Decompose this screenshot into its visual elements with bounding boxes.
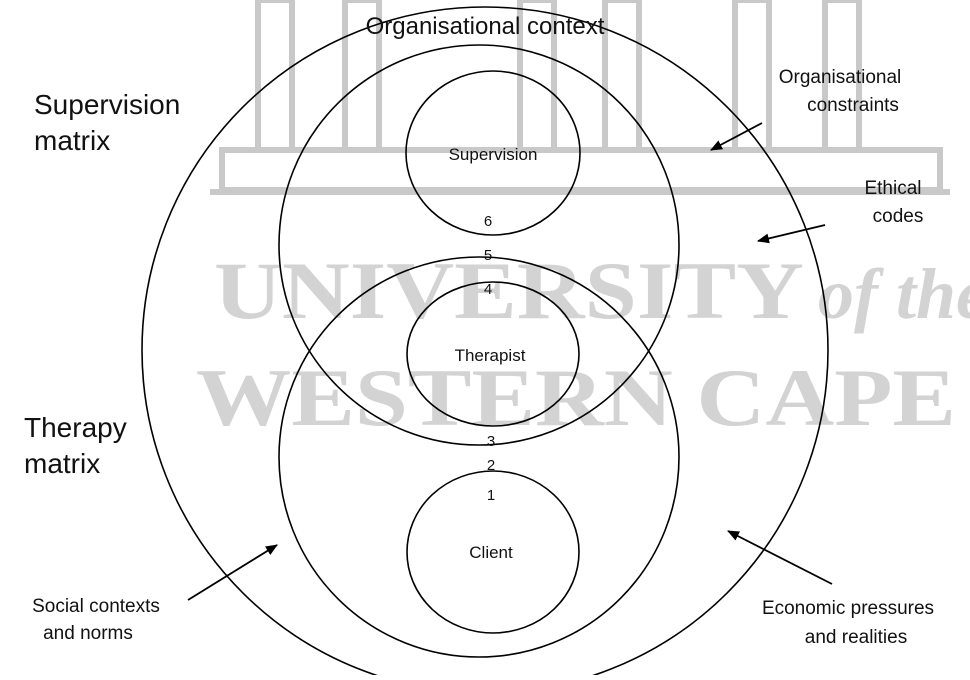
circle-group — [141, 6, 829, 680]
number-label-3: 3 — [487, 433, 495, 450]
therapist-circle — [406, 281, 580, 427]
watermark-column — [255, 0, 295, 153]
org-constraints-arrow — [710, 122, 763, 151]
supervision-circle — [405, 70, 581, 236]
ethical-codes-label-line1: Ethical — [864, 178, 921, 199]
social-contexts-arrow — [187, 544, 278, 601]
org-constraints-label-line2: constraints — [807, 95, 899, 116]
watermark-western-cape: WESTERN CAPE — [196, 352, 956, 443]
number-label-5: 5 — [484, 247, 492, 264]
therapist-node-label: Therapist — [455, 346, 526, 365]
client-node-label: Client — [469, 543, 513, 562]
economic-pressures-label-line2: and realities — [805, 627, 907, 648]
ethical-codes-arrow — [757, 224, 826, 244]
economic-pressures-label-line1: Economic pressures — [762, 598, 934, 619]
client-circle — [406, 470, 580, 634]
social-contexts-label-line1: Social contexts — [32, 596, 160, 617]
watermark-university: UNIVERSITY — [214, 245, 804, 336]
organisational-context-circle — [141, 6, 829, 680]
therapy-matrix-label-line1: Therapy — [24, 412, 127, 443]
social-contexts-label-line2: and norms — [43, 623, 133, 644]
watermark-column — [732, 0, 772, 153]
therapy-matrix-label-line2: matrix — [24, 448, 100, 479]
number-label-4: 4 — [484, 281, 492, 298]
watermark-of-the: of the — [818, 254, 970, 334]
watermark-column — [602, 0, 642, 153]
therapy-matrix-circle — [278, 256, 680, 658]
supervision-matrix-label-line1: Supervision — [34, 89, 180, 120]
number-label-1: 1 — [487, 487, 495, 504]
economic-pressures-arrow — [727, 530, 833, 585]
supervision-node-label: Supervision — [449, 145, 538, 164]
watermark-column — [822, 0, 862, 153]
org-constraints-label-line1: Organisational — [779, 67, 902, 88]
number-label-6: 6 — [484, 213, 492, 230]
ethical-codes-label-line2: codes — [873, 206, 924, 227]
supervision-matrix-label-line2: matrix — [34, 125, 110, 156]
diagram-title: Organisational context — [366, 13, 605, 40]
number-label-2: 2 — [487, 457, 495, 474]
watermark-base — [219, 147, 943, 193]
supervision-matrix-circle — [278, 44, 680, 446]
watermark-column — [342, 0, 382, 153]
arrow-group — [187, 122, 833, 601]
